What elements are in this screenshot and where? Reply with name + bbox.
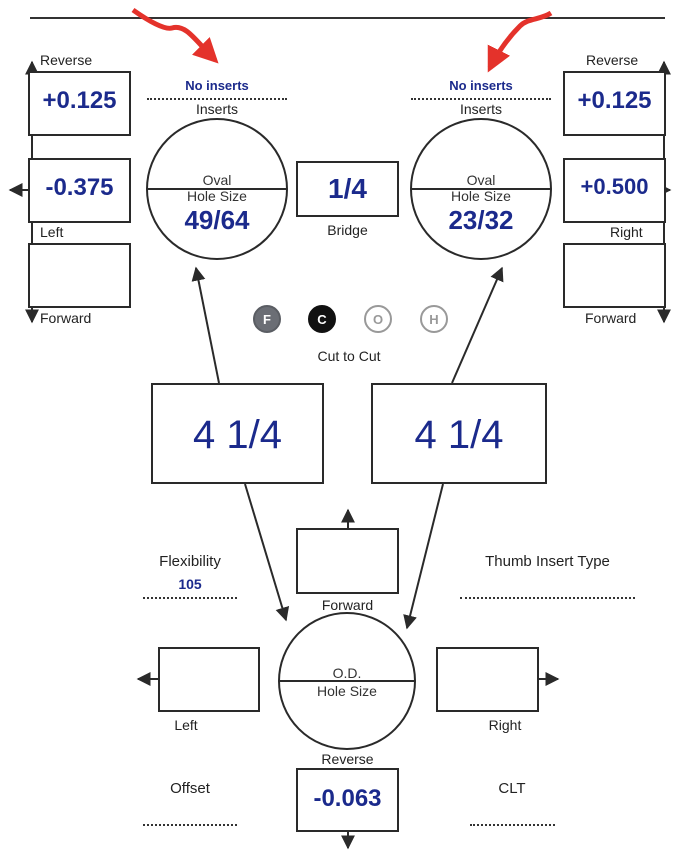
offset-label: Offset xyxy=(170,780,210,797)
right-span-box[interactable]: 4 1/4 xyxy=(371,383,547,484)
thumb-left-box[interactable] xyxy=(158,647,260,712)
right-inserts-line[interactable] xyxy=(411,98,551,100)
left-reverse-label: Reverse xyxy=(40,52,93,68)
mode-chip-o[interactable]: O xyxy=(364,305,392,333)
thumb-right-label: Right xyxy=(488,717,522,733)
left-inserts-line[interactable] xyxy=(147,98,287,100)
right-offset-value: +0.500 xyxy=(580,174,649,199)
right-reverse-value: +0.125 xyxy=(577,87,652,114)
left-inserts-label: Inserts xyxy=(195,101,238,117)
left-span-box[interactable]: 4 1/4 xyxy=(151,383,324,484)
right-offset-box[interactable]: +0.500 xyxy=(563,158,666,223)
left-offset-label: Left xyxy=(40,224,64,240)
thumb-forward-box[interactable] xyxy=(296,528,399,594)
right-reverse-label: Reverse xyxy=(586,52,639,68)
thumb-reverse-value: -0.063 xyxy=(313,785,382,812)
right-hole-size-label: Hole Size xyxy=(451,188,511,204)
flexibility-label: Flexibility xyxy=(159,553,221,570)
thumb-right-box[interactable] xyxy=(436,647,539,712)
thumb-insert-type-line[interactable] xyxy=(460,597,635,599)
flexibility-value[interactable]: 105 xyxy=(178,576,202,592)
thumb-left-label: Left xyxy=(174,717,198,733)
left-span-value: 4 1/4 xyxy=(193,413,282,457)
left-reverse-value: +0.125 xyxy=(42,87,117,114)
right-inserts-label: Inserts xyxy=(459,101,502,117)
mode-chip-h[interactable]: H xyxy=(420,305,448,333)
thumb-od-label: O.D. xyxy=(332,665,362,681)
right-forward-box[interactable] xyxy=(563,243,666,308)
left-forward-box[interactable] xyxy=(28,243,131,308)
offset-line[interactable] xyxy=(143,824,237,826)
annotation-arrow-right xyxy=(487,10,553,73)
bridge-value: 1/4 xyxy=(328,173,367,204)
thumb-forward-label: Forward xyxy=(321,597,374,613)
left-offset-value: -0.375 xyxy=(45,174,114,201)
flexibility-line xyxy=(143,597,237,599)
thumb-reverse-box[interactable]: -0.063 xyxy=(296,768,399,832)
thumb-insert-type-label: Thumb Insert Type xyxy=(485,553,610,570)
right-forward-label: Forward xyxy=(585,310,637,326)
left-no-inserts: No inserts xyxy=(185,78,249,93)
mode-chip-f[interactable]: F xyxy=(253,305,281,333)
thumb-reverse-label: Reverse xyxy=(321,751,374,767)
thumb-hole-size-label: Hole Size xyxy=(317,683,377,699)
right-span-value: 4 1/4 xyxy=(414,413,504,457)
right-no-inserts: No inserts xyxy=(449,78,513,93)
left-offset-box[interactable]: -0.375 xyxy=(28,158,131,223)
annotation-arrow-left xyxy=(131,7,219,64)
bridge-box[interactable]: 1/4 xyxy=(296,161,399,217)
bridge-label: Bridge xyxy=(327,222,368,238)
clt-label: CLT xyxy=(498,780,526,797)
left-oval-label: Oval xyxy=(202,172,232,188)
mode-selected-label: Cut to Cut xyxy=(317,348,381,364)
mode-chip-c[interactable]: C xyxy=(308,305,336,333)
left-forward-label: Forward xyxy=(40,310,92,326)
right-reverse-box[interactable]: +0.125 xyxy=(563,71,666,136)
left-reverse-box[interactable]: +0.125 xyxy=(28,71,131,136)
left-hole-size-value[interactable]: 49/64 xyxy=(184,205,250,235)
right-hole-size-value[interactable]: 23/32 xyxy=(448,205,514,235)
right-oval-label: Oval xyxy=(466,172,496,188)
right-offset-label: Right xyxy=(610,224,643,240)
clt-line[interactable] xyxy=(470,824,555,826)
left-hole-size-label: Hole Size xyxy=(187,188,247,204)
